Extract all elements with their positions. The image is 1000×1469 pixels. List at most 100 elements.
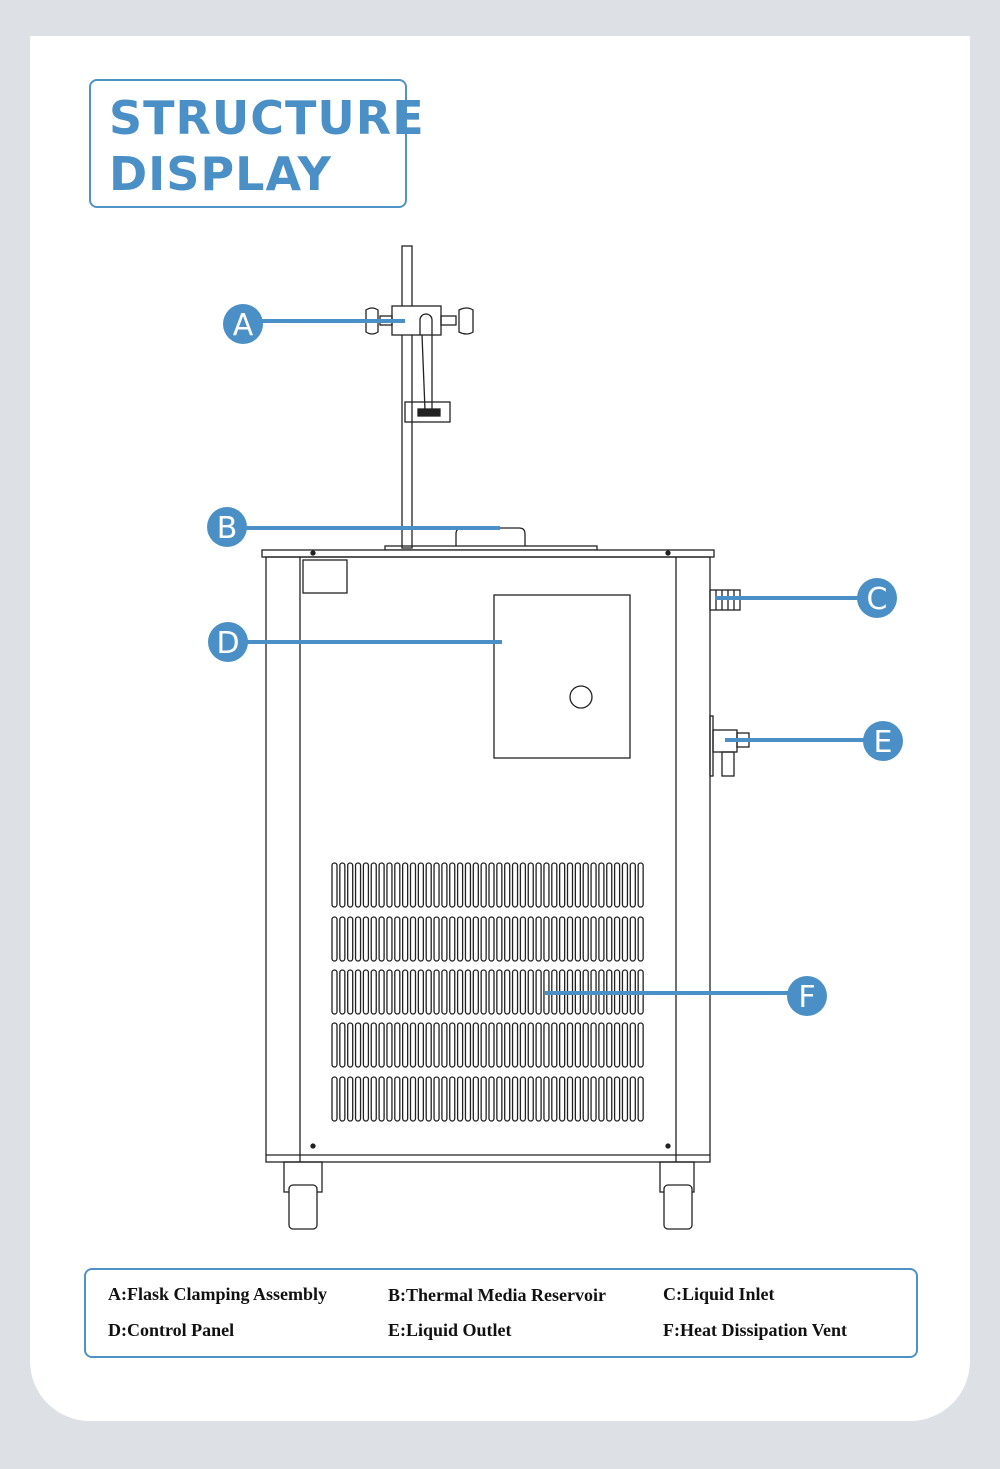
vent-slot [425,1076,432,1122]
vent-slot [370,862,377,908]
vent-slot [598,1022,605,1068]
vent-slot [417,1022,425,1068]
vent-slot [480,969,487,1015]
vent-slot [613,862,621,908]
vent-slot [362,862,370,908]
legend-b: B:Thermal Media Reservoir [388,1285,606,1305]
caster-right [659,1161,695,1230]
vent-slot [472,1076,479,1122]
vent-slot [621,862,629,908]
control-knob [569,685,593,709]
vent-slot [472,916,479,962]
vent-slot [480,862,487,908]
vent-slot [339,1076,346,1122]
vent-slot [496,916,503,962]
vent-slot [441,862,448,908]
vent-slot [449,969,456,1015]
vent-slot [496,1022,503,1068]
vent-slot [551,1076,558,1122]
vent-slot [511,916,519,962]
vent-slot [331,969,338,1015]
vent-slot [331,862,338,908]
svg-text:D: D [216,626,239,661]
vent-slot [386,916,393,962]
vent-slot [613,916,621,962]
vent-slot [590,862,597,908]
vent-slot [433,969,440,1015]
vent-slot [480,1022,487,1068]
legend-d: D:Control Panel [108,1320,235,1340]
vent-slot [511,1076,519,1122]
label-plate [302,559,348,594]
vent-slot [378,969,385,1015]
vent-slot [519,969,527,1015]
vent-slot [433,862,440,908]
vent-slot [621,1022,629,1068]
vent-slot [598,862,605,908]
vent-slot [504,1022,511,1068]
vent-slot [378,1022,385,1068]
vent-slot [551,862,558,908]
callout-a: A [223,304,263,344]
vent-slot [401,969,409,1015]
vent-slot [409,916,417,962]
stand-rod [401,245,413,549]
vent-slot [456,1076,464,1122]
vent-slot [409,1022,417,1068]
vent-slot [613,1076,621,1122]
vent-slot [362,1076,370,1122]
vent-slot [370,1022,377,1068]
vent-slot [472,1022,479,1068]
vent-slot [401,862,409,908]
vent-slot [347,1076,354,1122]
control-panel [493,594,631,759]
vent-slot [629,1022,636,1068]
vent-slot [347,916,354,962]
vent-slot [559,916,566,962]
vent-slot [637,862,644,908]
vent-slot [488,1076,495,1122]
title-box: STRUCTURE DISPLAY [89,79,424,208]
vent-slot [582,916,589,962]
vent-slot [417,969,425,1015]
vent-slot [511,969,519,1015]
vent-slot [354,862,362,908]
vent-slot [582,862,589,908]
vent-slot [543,1022,550,1068]
vent-slot [378,862,385,908]
vent-slot [449,1076,456,1122]
vent-slot [527,969,534,1015]
vent-slot [401,916,409,962]
vent-slot [370,969,377,1015]
vent-slot [519,862,527,908]
vent-slot [472,969,479,1015]
vent-slot [370,1076,377,1122]
vent-slot [566,916,574,962]
vent-slot [425,862,432,908]
vent-slot [551,916,558,962]
vent-slot [339,1022,346,1068]
vent-slot [425,1022,432,1068]
vent-slot [456,969,464,1015]
vent-slot [394,862,401,908]
vent-slot [425,916,432,962]
vent-slot [598,1076,605,1122]
vent-slot [637,916,644,962]
vent-slot [504,862,511,908]
svg-text:E: E [874,725,893,760]
vent-slot [535,916,542,962]
vent-slot [394,969,401,1015]
title-line-2: DISPLAY [109,147,332,201]
vent-slot [394,1022,401,1068]
vent-slot [629,862,636,908]
vent-slot [566,1022,574,1068]
vent-slot [441,1022,448,1068]
vent-slot [394,1076,401,1122]
vent-slot [488,916,495,962]
vent-slot [574,1076,581,1122]
vent-slot [464,969,472,1015]
vent-slot [417,916,425,962]
vent-slot [409,862,417,908]
vent-slot [504,969,511,1015]
vent-slot [394,916,401,962]
